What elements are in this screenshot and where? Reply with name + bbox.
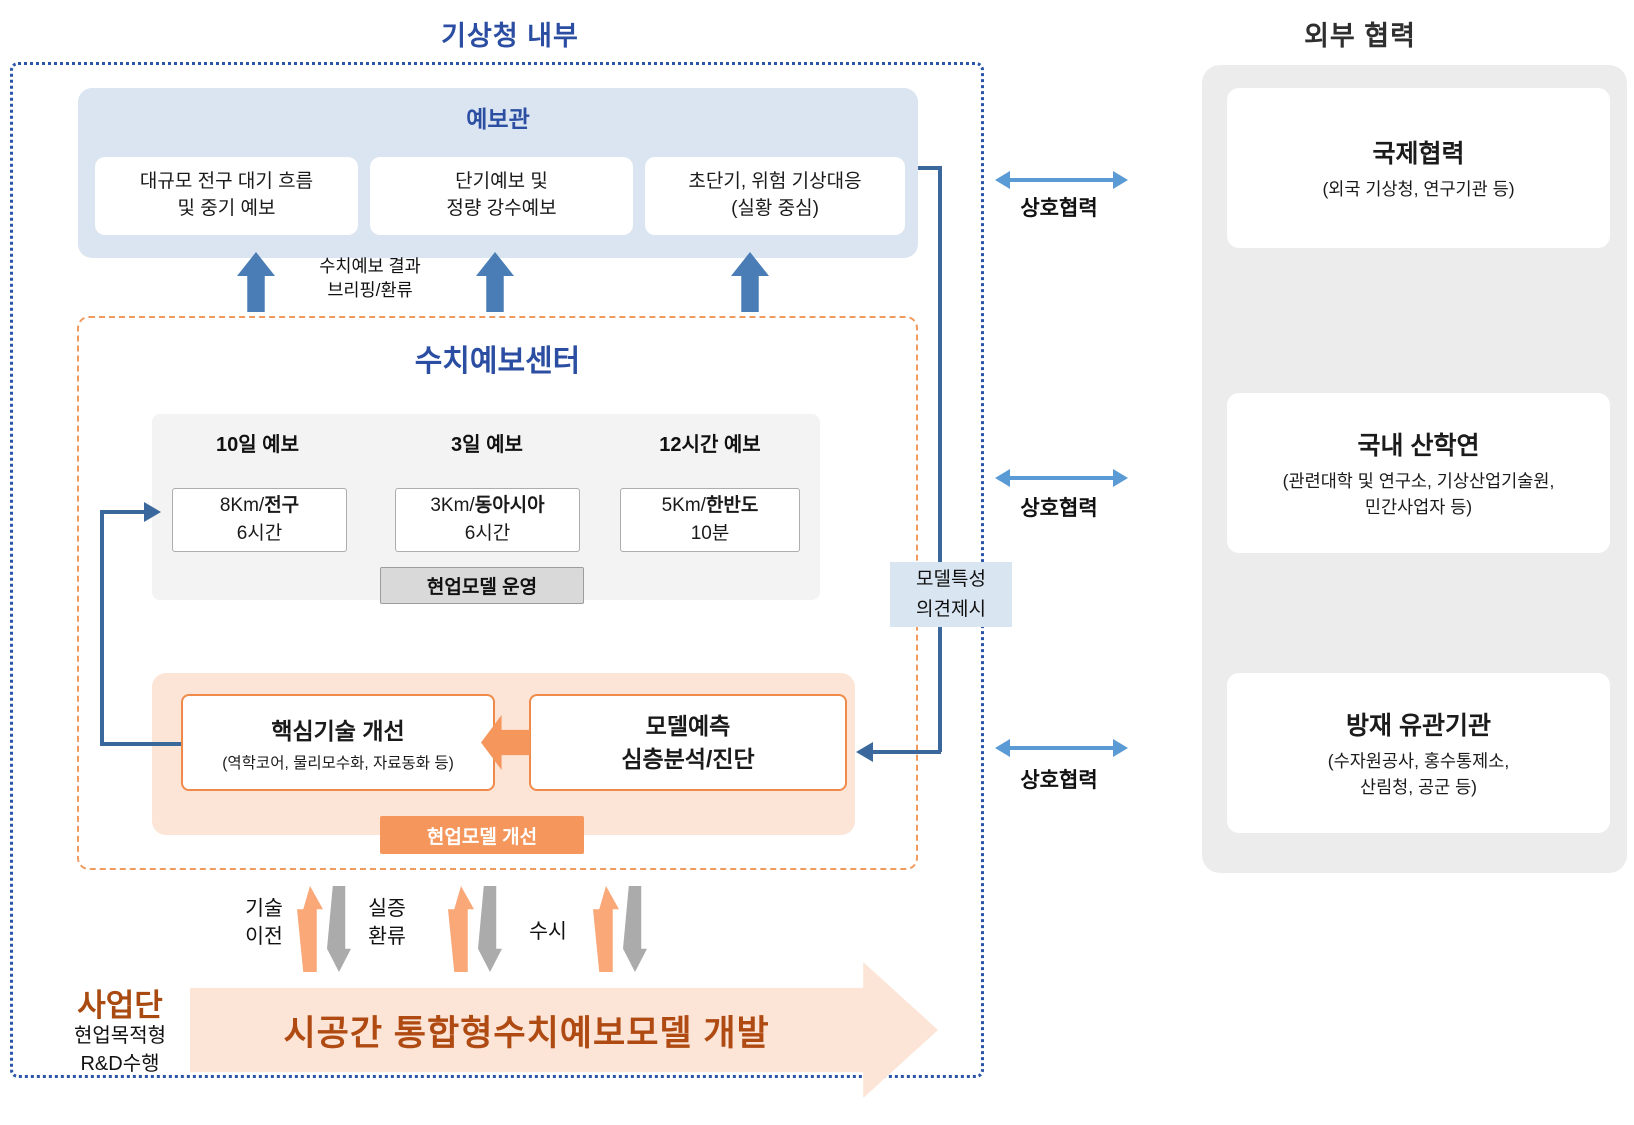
- spec-domain: 한반도: [705, 494, 759, 516]
- connector-line: [872, 750, 941, 754]
- forecast-task-line: 정량 강수예보: [446, 198, 557, 219]
- mutual-coop-label: 상호협력: [1020, 197, 1098, 220]
- double-arrow-icon: [995, 739, 1128, 757]
- double-arrow-icon: [995, 469, 1128, 487]
- forecast-range-header: 10일 예보: [215, 434, 299, 456]
- improve-model-label: 현업모델 개선: [380, 816, 584, 854]
- core-tech-card: 핵심기술 개선 (역학코어, 물리모수화, 자료동화 등): [181, 694, 495, 791]
- diagnosis-line: 모델예측: [645, 713, 731, 740]
- external-org-sub: (관련대학 및 연구소, 기상산업기술원,: [1282, 471, 1555, 492]
- model-spec-card: 3Km/동아시아 6시간: [395, 488, 580, 552]
- model-spec-cycle: 6시간: [464, 523, 511, 544]
- external-org-title: 방재 유관기관: [1346, 712, 1491, 741]
- external-org-sub: (외국 기상청, 연구기관 등): [1322, 178, 1515, 199]
- development-arrow-text: 시공간 통합형수치예보모델 개발: [283, 1013, 770, 1053]
- external-org-card: 국제협력 (외국 기상청, 연구기관 등): [1227, 88, 1610, 248]
- core-tech-subtitle: (역학코어, 물리모수화, 자료동화 등): [222, 755, 454, 772]
- core-tech-title: 핵심기술 개선: [271, 718, 405, 744]
- proof-feedback-label: 실증 환류: [355, 895, 419, 950]
- mutual-coop-label: 상호협력: [1020, 497, 1098, 520]
- connector-line: [918, 166, 941, 170]
- forecast-task-card: 단기예보 및 정량 강수예보: [370, 157, 633, 235]
- external-org-card: 국내 산학연 (관련대학 및 연구소, 기상산업기술원, 민간사업자 등): [1227, 393, 1610, 553]
- external-section-title: 외부 협력: [1304, 21, 1416, 51]
- project-group-name: 사업단: [77, 988, 163, 1023]
- model-spec-cycle: 10분: [690, 523, 730, 544]
- external-org-title: 국내 산학연: [1357, 432, 1480, 461]
- forecast-range-header: 12시간 예보: [659, 434, 761, 456]
- model-spec-resolution: 3Km/동아시아: [430, 492, 544, 521]
- project-group-role: 현업목적형: [74, 1025, 166, 1047]
- briefing-note-line: 브리핑/환류: [327, 279, 413, 300]
- diagnosis-line: 심층분석/진단: [621, 745, 755, 772]
- mutual-coop-label: 상호협력: [1020, 769, 1098, 792]
- connector-arrowhead-left: [856, 742, 873, 762]
- external-org-sub: 산림청, 공군 등): [1359, 776, 1477, 797]
- project-group-rd: R&D수행: [80, 1053, 160, 1075]
- forecast-task-line: (실황 중심): [731, 198, 819, 219]
- model-feedback-line: 의견제시: [916, 598, 986, 620]
- model-feedback-line: 모델특성: [916, 569, 986, 591]
- tech-transfer-line: 이전: [245, 924, 283, 948]
- tech-transfer-label: 기술 이전: [232, 895, 296, 950]
- forecast-task-line: 및 중기 예보: [177, 198, 276, 219]
- forecast-task-line: 초단기, 위험 기상대응: [688, 171, 862, 193]
- model-spec-cycle: 6시간: [236, 523, 283, 544]
- connector-arrowhead-right: [144, 502, 161, 522]
- nwp-center-title: 수치예보센터: [414, 345, 581, 378]
- forecast-task-line: 단기예보 및: [455, 171, 548, 193]
- external-org-sub: (수자원공사, 홍수통제소,: [1327, 751, 1510, 772]
- connector-line: [100, 742, 181, 746]
- spec-domain: 전구: [264, 494, 300, 516]
- briefing-note: 수치예보 결과 브리핑/환류: [295, 255, 445, 302]
- connector-line: [938, 166, 942, 752]
- tech-transfer-line: 기술: [245, 897, 283, 920]
- spec-res: 5Km/: [661, 494, 706, 516]
- model-spec-resolution: 5Km/한반도: [662, 492, 759, 521]
- diagnosis-card: 모델예측 심층분석/진단: [529, 694, 847, 791]
- ops-model-label: 현업모델 운영: [380, 567, 584, 604]
- connector-line: [100, 510, 104, 745]
- internal-section-title: 기상청 내부: [441, 21, 579, 51]
- connector-line: [100, 510, 144, 514]
- forecaster-title: 예보관: [466, 106, 530, 132]
- proof-feedback-line: 환류: [368, 924, 406, 948]
- model-feedback-label: 모델특성 의견제시: [890, 562, 1012, 627]
- spec-domain: 동아시아: [474, 494, 545, 516]
- model-spec-resolution: 8Km/전구: [220, 492, 299, 521]
- proof-feedback-line: 실증: [368, 897, 406, 920]
- forecast-range-header: 3일 예보: [451, 434, 523, 456]
- anytime-label: 수시: [529, 920, 567, 943]
- external-org-title: 국제협력: [1372, 139, 1465, 168]
- forecast-task-line: 대규모 전구 대기 흐름: [139, 171, 314, 193]
- double-arrow-icon: [995, 171, 1128, 189]
- briefing-note-line: 수치예보 결과: [319, 256, 421, 276]
- model-spec-card: 5Km/한반도 10분: [620, 488, 800, 552]
- model-spec-card: 8Km/전구 6시간: [172, 488, 347, 552]
- spec-res: 8Km/: [219, 494, 265, 516]
- external-org-sub: 민간사업자 등): [1364, 496, 1473, 517]
- forecast-task-card: 초단기, 위험 기상대응 (실황 중심): [645, 157, 905, 235]
- forecast-task-card: 대규모 전구 대기 흐름 및 중기 예보: [95, 157, 358, 235]
- external-org-card: 방재 유관기관 (수자원공사, 홍수통제소, 산림청, 공군 등): [1227, 673, 1610, 833]
- spec-res: 3Km/: [430, 494, 475, 516]
